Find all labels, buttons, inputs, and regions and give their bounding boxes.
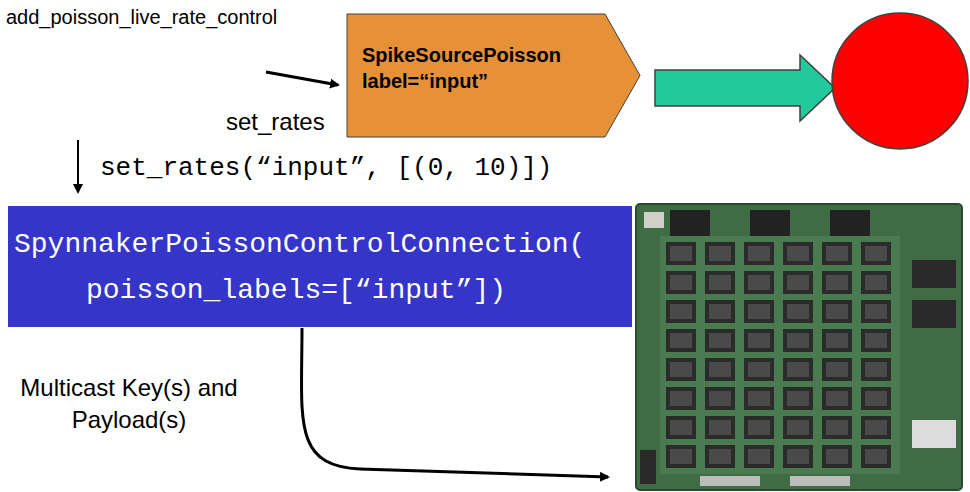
- control-arrow: [266, 72, 338, 85]
- poisson-source: SpikeSourcePoisson label=“input”: [347, 14, 640, 137]
- method-call: set_rates(“input”, [(0, 10)]): [100, 153, 552, 183]
- multicast-curve: [301, 328, 608, 477]
- spinnaker-board: [636, 204, 962, 490]
- node-text: SpynnakerPoissonControlConnection( poiss…: [86, 222, 626, 314]
- method-name: set_rates: [226, 108, 325, 136]
- projection-arrow: [655, 55, 835, 121]
- packet-label: Multicast Key(s) and Payload(s): [18, 372, 240, 436]
- population-circle: [832, 13, 968, 149]
- down-arrow: [77, 140, 79, 192]
- node-text: SpikeSourcePoisson label=“input”: [362, 42, 592, 94]
- function-name: add_poisson_live_rate_control: [6, 6, 277, 29]
- control-connection-box: SpynnakerPoissonControlConnection( poiss…: [8, 206, 632, 327]
